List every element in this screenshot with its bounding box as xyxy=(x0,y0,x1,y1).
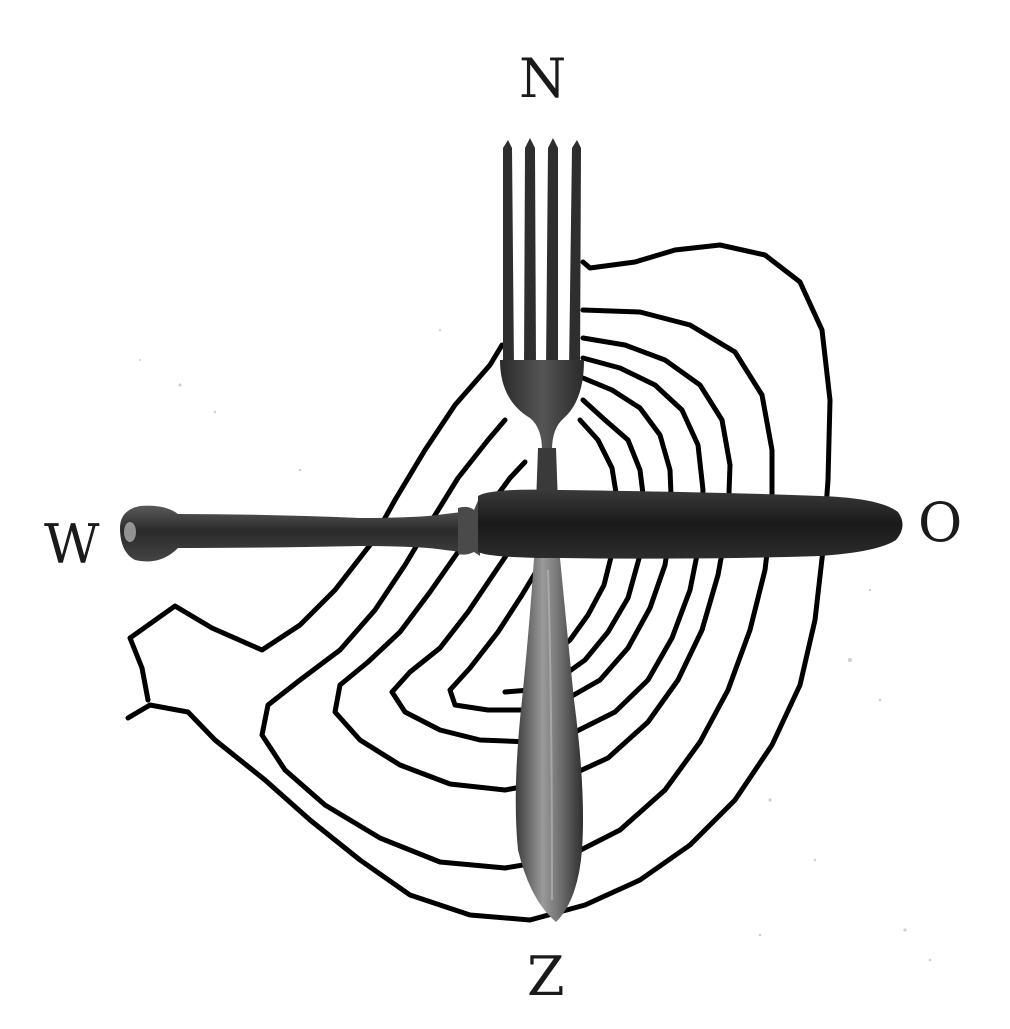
compass-east-label: O xyxy=(918,491,963,554)
contour-line-1 xyxy=(125,242,833,923)
contour-line-1b xyxy=(127,342,505,703)
compass-south-label: Z xyxy=(527,945,565,1008)
contour-map xyxy=(125,242,833,923)
compass-north-label: N xyxy=(519,47,567,110)
contour-line-5 xyxy=(447,375,675,713)
knife-icon xyxy=(120,489,903,562)
contour-line-2 xyxy=(259,307,775,871)
compass-west-label: W xyxy=(44,513,100,576)
paper-speckles xyxy=(139,328,932,962)
